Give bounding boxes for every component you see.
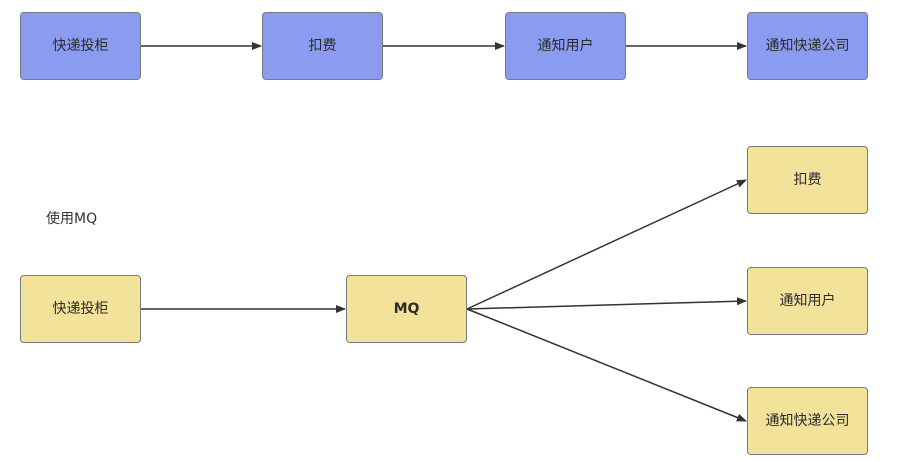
node-label: 通知用户 xyxy=(779,293,836,309)
node-label: 扣费 xyxy=(793,172,822,188)
mq-caption: 使用MQ xyxy=(46,211,98,227)
node-label: 快递投柜 xyxy=(52,301,109,317)
node-deduct-fee: 扣费 xyxy=(262,12,383,80)
node-notify-user: 通知用户 xyxy=(505,12,626,80)
mq-flow-arrow-2 xyxy=(466,179,747,310)
node-label: MQ xyxy=(393,301,420,317)
node-label: 通知快递公司 xyxy=(765,38,850,54)
node-label: 快递投柜 xyxy=(52,38,109,54)
node-notify-courier: 通知快递公司 xyxy=(747,12,868,80)
node-label: 通知快递公司 xyxy=(765,413,850,429)
mq-flow-arrow-4 xyxy=(466,308,747,422)
node-label: 通知用户 xyxy=(537,38,594,54)
node-deduct-fee-mq: 扣费 xyxy=(747,146,868,214)
node-notify-user-mq: 通知用户 xyxy=(747,267,868,335)
node-notify-courier-mq: 通知快递公司 xyxy=(747,387,868,455)
node-express-locker: 快递投柜 xyxy=(20,12,141,80)
mq-flow-arrow-3 xyxy=(466,297,747,310)
node-mq: MQ xyxy=(346,275,467,343)
node-express-locker-mq: 快递投柜 xyxy=(20,275,141,343)
node-label: 扣费 xyxy=(308,38,337,54)
